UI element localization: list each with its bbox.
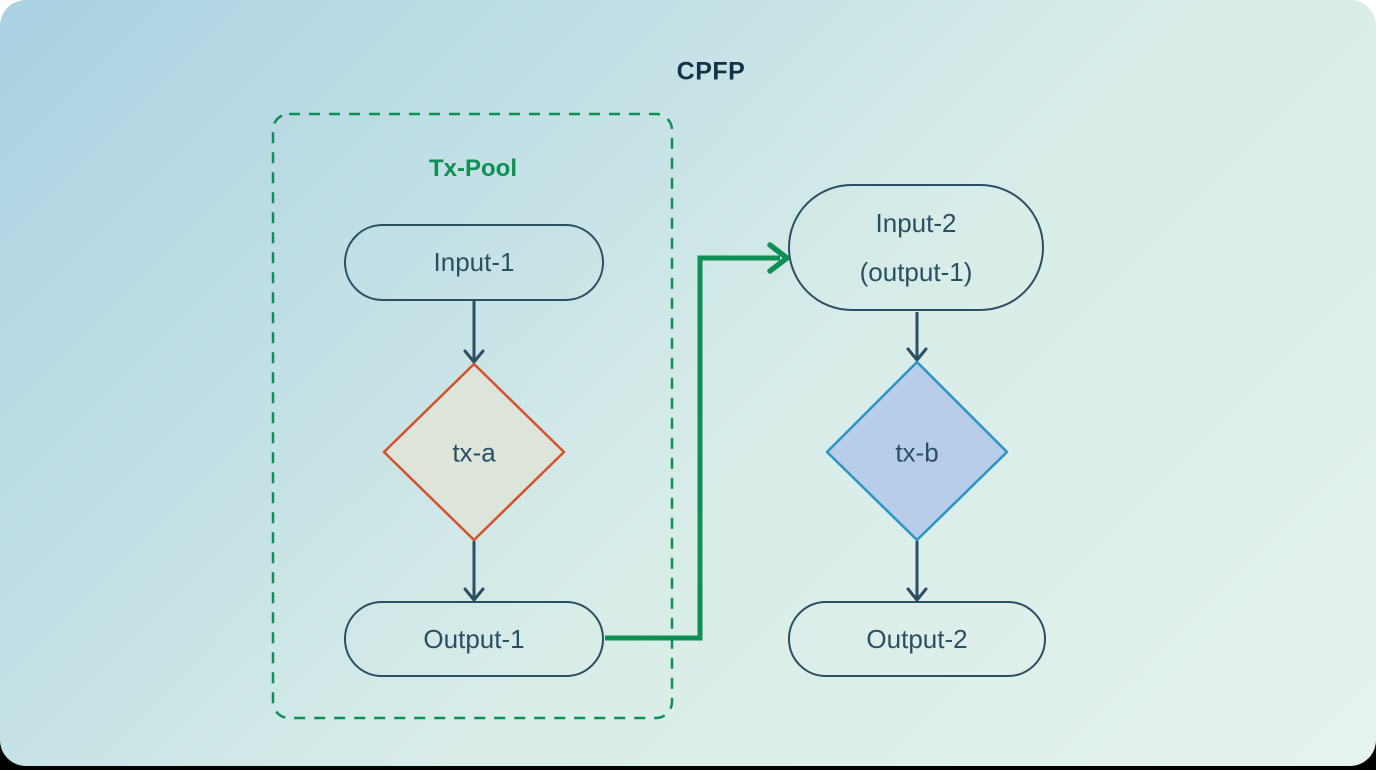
connector-output1-to-input2 (605, 255, 780, 641)
node-input2-label: Input-2 (875, 207, 957, 238)
arrowhead-output1-to-input2-icon (767, 242, 790, 274)
node-input2-sublabel: (output-1) (859, 256, 973, 287)
txpool-label: Tx-Pool (429, 155, 517, 182)
node-txb-label: tx-b (895, 437, 939, 468)
node-output2-label: Output-2 (866, 623, 968, 654)
arrowhead-txa-to-output1-icon (463, 587, 485, 602)
node-input1: Input-1 (344, 224, 604, 301)
node-txa-diamond (382, 362, 566, 542)
node-txb-diamond (825, 360, 1009, 542)
node-output1: Output-1 (344, 601, 604, 677)
node-output2: Output-2 (788, 601, 1046, 677)
arrowhead-txb-to-output2-icon (906, 587, 928, 602)
node-input1-label: Input-1 (433, 247, 515, 277)
txpool-dashed-boundary (271, 112, 674, 720)
diagram-title: CPFP (676, 57, 746, 86)
node-output1-label: Output-1 (423, 623, 525, 654)
node-txa-label: tx-a (452, 437, 496, 468)
node-input2: Input-2 (output-1) (788, 184, 1044, 311)
arrowhead-input2-to-txb-icon (906, 347, 928, 362)
arrowhead-input1-to-txa-icon (463, 349, 485, 364)
